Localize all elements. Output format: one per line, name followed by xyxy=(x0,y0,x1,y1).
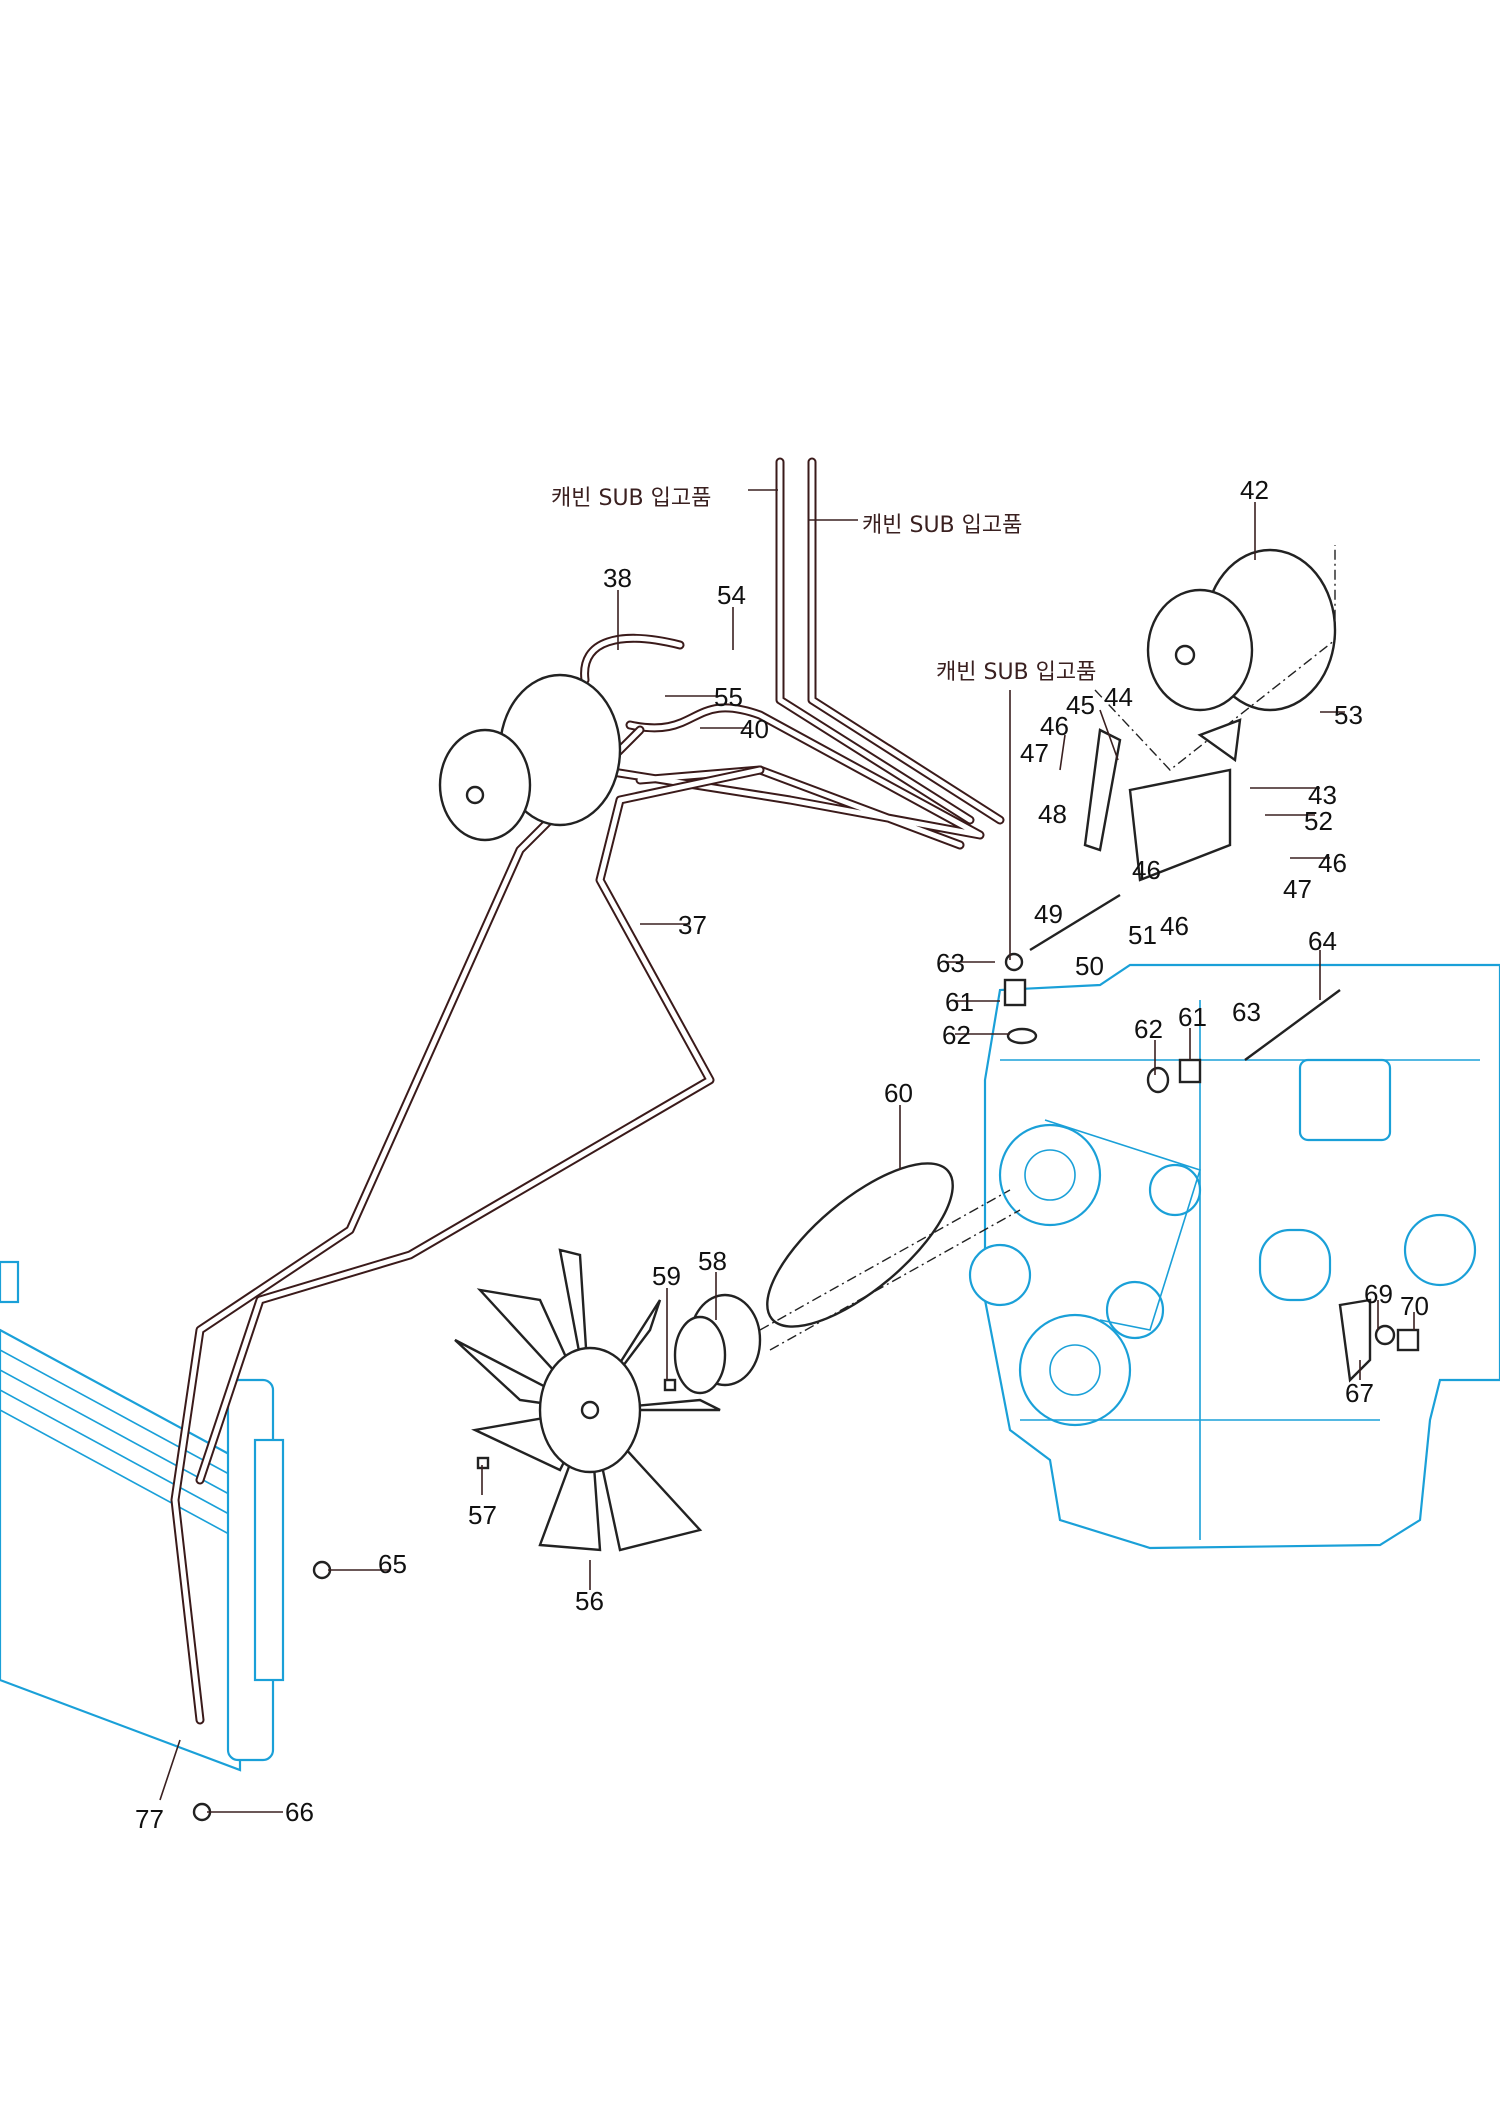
callout-61: 61 xyxy=(1178,1002,1207,1032)
callout-46: 46 xyxy=(1160,911,1189,941)
ac-hoses xyxy=(170,457,1005,1725)
condenser-radiator xyxy=(0,1260,285,1772)
callout-48: 48 xyxy=(1038,799,1067,829)
mounting-bracket xyxy=(1029,718,1242,952)
callout-50: 50 xyxy=(1075,951,1104,981)
callout-46: 46 xyxy=(1132,855,1161,885)
callout-63: 63 xyxy=(1232,997,1261,1027)
fan-spacer xyxy=(673,1293,762,1395)
compressor-42 xyxy=(1094,545,1337,771)
callout-38: 38 xyxy=(603,563,632,593)
callout-40: 40 xyxy=(740,714,769,744)
callout-49: 49 xyxy=(1034,899,1063,929)
callout-60: 60 xyxy=(884,1078,913,1108)
cooling-fan xyxy=(454,1248,721,1552)
note-cabin-sub-2: 캐빈 SUB 입고품 xyxy=(862,513,1022,538)
callout-47: 47 xyxy=(1283,874,1312,904)
callout-57: 57 xyxy=(468,1500,497,1530)
callout-62: 62 xyxy=(942,1020,971,1050)
small-hardware xyxy=(192,952,1420,1822)
callout-69: 69 xyxy=(1364,1279,1393,1309)
callout-58: 58 xyxy=(698,1246,727,1276)
note-cabin-sub-1: 캐빈 SUB 입고품 xyxy=(551,486,711,511)
callout-44: 44 xyxy=(1104,682,1133,712)
callout-55: 55 xyxy=(714,682,743,712)
callout-77: 77 xyxy=(135,1804,164,1834)
callout-61: 61 xyxy=(945,987,974,1017)
engine-block xyxy=(968,963,1500,1550)
callout-59: 59 xyxy=(652,1261,681,1291)
callout-42: 42 xyxy=(1240,475,1269,505)
callout-45: 45 xyxy=(1066,690,1095,720)
callout-51: 51 xyxy=(1128,920,1157,950)
callouts: 42 38 54 55 40 53 44 45 46 47 43 52 48 4… xyxy=(135,475,1429,1834)
callout-63: 63 xyxy=(936,948,965,978)
compressor-left xyxy=(438,673,622,842)
callout-64: 64 xyxy=(1308,926,1337,956)
callout-43: 43 xyxy=(1308,780,1337,810)
callout-53: 53 xyxy=(1334,700,1363,730)
callout-46: 46 xyxy=(1040,711,1069,741)
callout-66: 66 xyxy=(285,1797,314,1827)
callout-65: 65 xyxy=(378,1549,407,1579)
callout-62: 62 xyxy=(1134,1014,1163,1044)
leader-lines xyxy=(159,489,1415,1813)
note-cabin-sub-3: 캐빈 SUB 입고품 xyxy=(936,660,1096,685)
callout-47: 47 xyxy=(1020,738,1049,768)
callout-37: 37 xyxy=(678,910,707,940)
callout-67: 67 xyxy=(1345,1378,1374,1408)
callout-56: 56 xyxy=(575,1586,604,1616)
callout-52: 52 xyxy=(1304,806,1333,836)
drive-belt xyxy=(766,1162,954,1328)
callout-46: 46 xyxy=(1318,848,1347,878)
callout-54: 54 xyxy=(717,580,746,610)
callout-70: 70 xyxy=(1400,1291,1429,1321)
